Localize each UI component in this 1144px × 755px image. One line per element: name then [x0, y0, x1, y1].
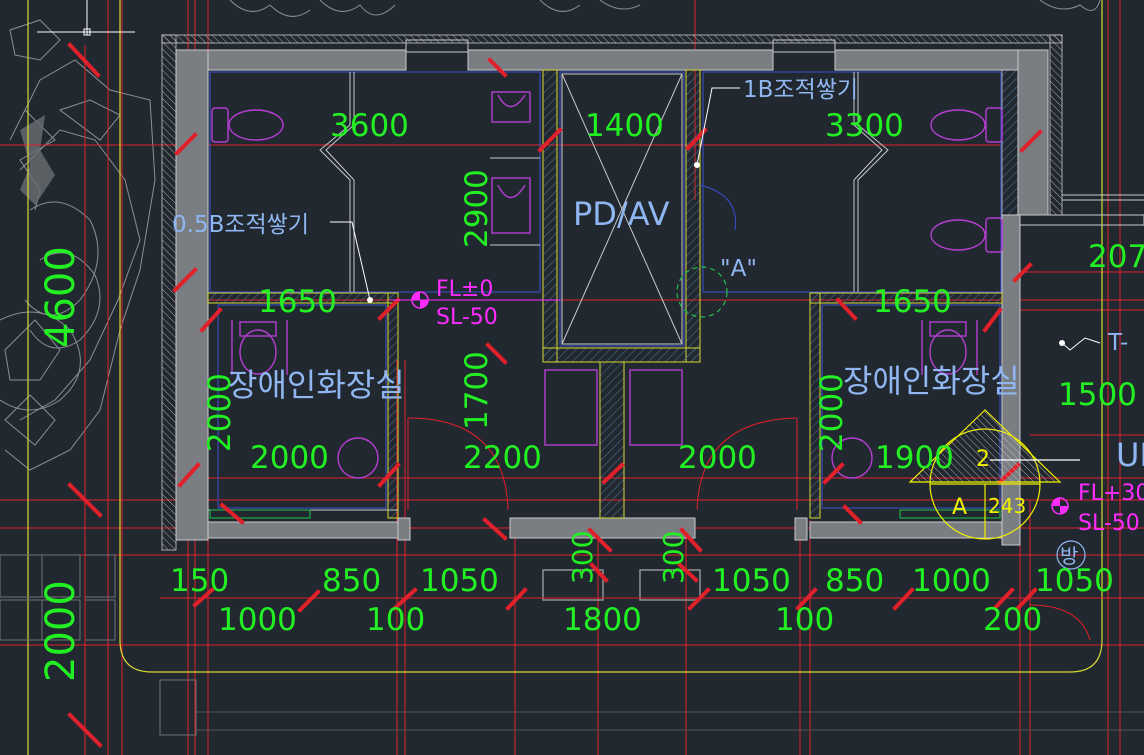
room-bang-label: 방	[1060, 544, 1078, 568]
boundary-lines	[27, 0, 1103, 755]
dim-door-300-right: 300	[657, 531, 690, 584]
shaft-label: PD/AV	[573, 195, 670, 233]
dim-vertical-1700: 1700	[459, 351, 495, 430]
callout-number-bottom: 243	[988, 494, 1026, 518]
exterior-walls	[161, 34, 1144, 551]
dim-row2-100-right: 100	[775, 602, 834, 638]
slab-level-right: SL-50	[1078, 511, 1140, 536]
dim-row1-150: 150	[170, 563, 229, 599]
dim-vertical-4600: 4600	[38, 246, 84, 348]
site-blocks	[0, 554, 1144, 736]
dim-door-300-left: 300	[566, 531, 599, 584]
dim-vertical-2000-right-stall: 2000	[814, 373, 850, 452]
toilet-icon	[211, 107, 284, 143]
dim-left-stall: 1650	[258, 284, 337, 320]
room-circle-marker	[1056, 540, 1086, 570]
dim-vertical-2000-left-stall: 2000	[202, 373, 238, 452]
dim-row2-100-left: 100	[366, 602, 425, 638]
dim-row1-850-right: 850	[825, 563, 884, 599]
room-outlines	[209, 71, 1002, 509]
t-label: T-	[1107, 330, 1128, 356]
leader-lines	[330, 87, 1101, 351]
dim-corridor-2200: 2200	[463, 440, 542, 476]
dim-partial-right: 207	[1088, 239, 1144, 275]
crosshair-cursor-icon	[37, 0, 135, 36]
dim-left-stall-inner: 2000	[250, 440, 329, 476]
dim-top-middle: 1400	[585, 108, 664, 144]
stall-partitions	[319, 72, 889, 292]
shaft-cross	[561, 73, 683, 345]
dim-row1-850-left: 850	[322, 563, 381, 599]
dim-vertical-2000-left: 2000	[38, 580, 84, 682]
toilet-fixtures	[211, 91, 1003, 601]
dim-row2-200: 200	[983, 602, 1042, 638]
accessible-toilet-icon	[231, 320, 379, 479]
masonry-05b-label: 0.5B조적쌓기	[172, 212, 309, 238]
dim-vertical-2900: 2900	[459, 169, 495, 248]
landscape-trees	[0, 0, 1101, 471]
dim-top-right: 3300	[825, 108, 904, 144]
urinal-icon	[491, 91, 531, 123]
ui-partial-label: UI	[1116, 436, 1144, 474]
dim-row1-1050-mid: 1050	[712, 563, 791, 599]
dim-top-left: 3600	[330, 108, 409, 144]
floor-level-left: FL±0	[436, 277, 493, 302]
callout-number-top: 2	[976, 447, 990, 472]
detail-a-label: "A"	[720, 256, 757, 282]
dim-row2-1800: 1800	[563, 602, 642, 638]
dim-right-stall: 1650	[873, 284, 952, 320]
slab-level-left: SL-50	[436, 305, 498, 330]
accessible-restroom-right: 장애인화장실	[843, 362, 1020, 400]
detail-circle	[676, 266, 728, 318]
level-marker-icon	[390, 291, 560, 309]
dim-row2-1000: 1000	[218, 602, 297, 638]
dim-corridor-2000: 2000	[678, 440, 757, 476]
toilet-icon	[930, 107, 1003, 143]
dim-row1-1050-right: 1050	[1035, 563, 1114, 599]
dim-right-1500: 1500	[1058, 377, 1137, 413]
dimension-lines	[84, 45, 1144, 755]
callout-letter: A	[952, 495, 967, 520]
section-callout-icon	[908, 409, 1080, 540]
accessible-restroom-left: 장애인화장실	[228, 366, 405, 404]
dim-row1-1000: 1000	[912, 563, 991, 599]
level-marker-icon	[1051, 497, 1069, 515]
dimension-ticks	[67, 42, 1043, 748]
toilet-icon	[930, 217, 1003, 253]
shrub-patch	[20, 115, 55, 205]
dim-right-stall-inner: 1900	[875, 440, 954, 476]
accessible-toilet-icon	[831, 320, 978, 479]
door-swings	[407, 184, 1091, 641]
masonry-1b-label: 1B조적쌓기	[743, 77, 858, 103]
urinal-icon	[491, 177, 531, 234]
dim-row1-1050-left: 1050	[420, 563, 499, 599]
floor-level-right: FL+30	[1078, 481, 1144, 506]
